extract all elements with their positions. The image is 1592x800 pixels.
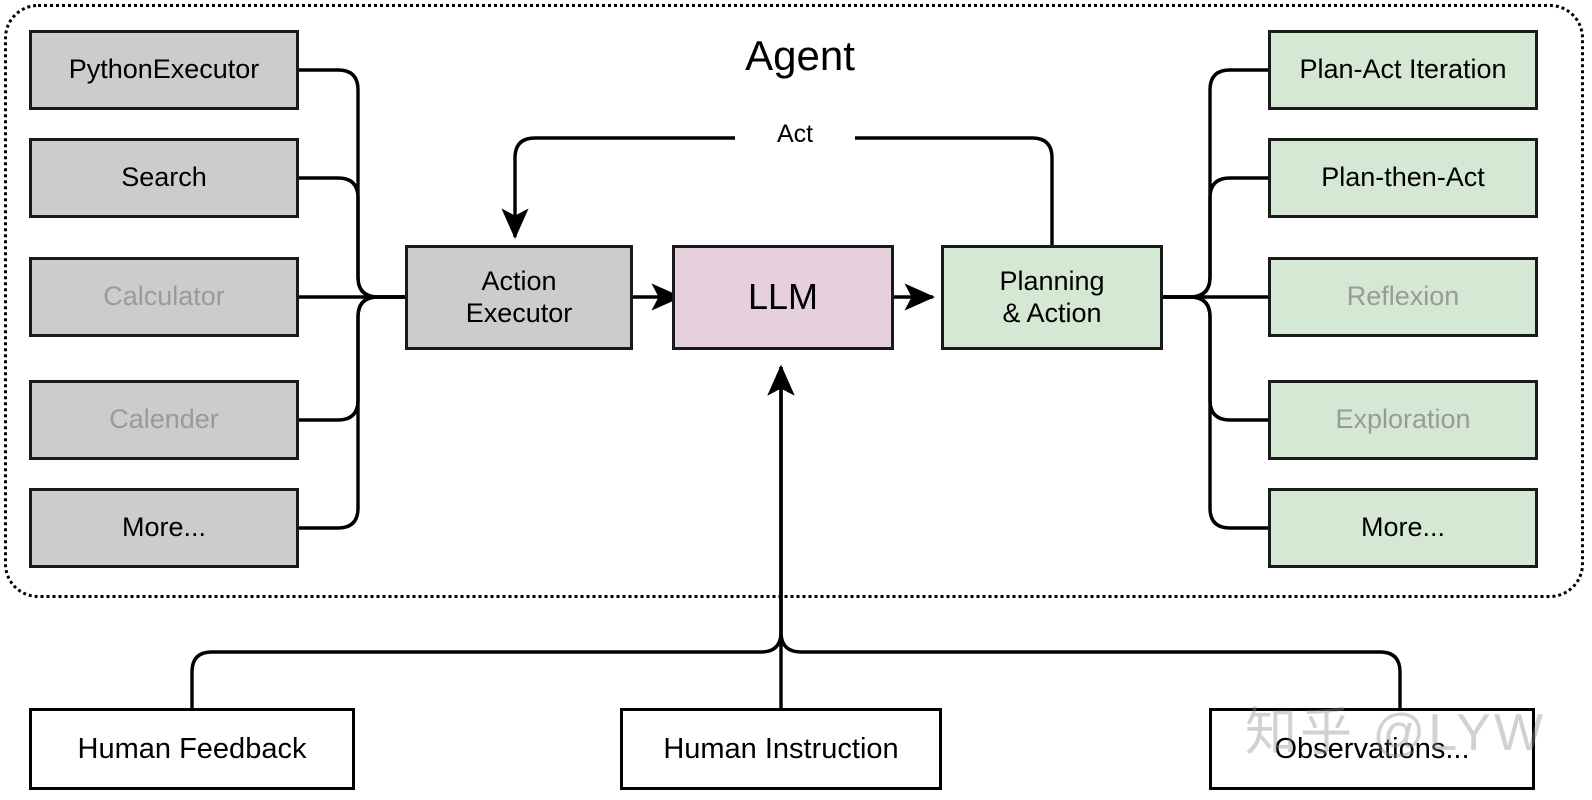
- io-label: Human Instruction: [663, 732, 899, 765]
- tool-box-pythonexecutor[interactable]: PythonExecutor: [29, 30, 299, 110]
- tool-label: Calculator: [103, 281, 225, 312]
- io-label: Human Feedback: [77, 732, 307, 765]
- tool-box-search[interactable]: Search: [29, 138, 299, 218]
- tool-label: Search: [121, 162, 207, 193]
- strategy-label: Plan-Act Iteration: [1299, 54, 1507, 85]
- planning-action-box[interactable]: Planning& Action: [941, 245, 1163, 350]
- tool-box-calender[interactable]: Calender: [29, 380, 299, 460]
- page-title: Agent: [745, 32, 855, 79]
- tool-box-calculator[interactable]: Calculator: [29, 257, 299, 337]
- watermark: 知乎 @LYW: [1245, 704, 1547, 762]
- strategy-box-more-strategies[interactable]: More...: [1268, 488, 1538, 568]
- action-executor-label-line1: Action: [481, 265, 557, 296]
- strategy-label: Plan-then-Act: [1321, 162, 1485, 193]
- io-box-human-instruction[interactable]: Human Instruction: [620, 708, 942, 790]
- tool-label: More...: [121, 512, 207, 543]
- action-executor-label-line2: Executor: [465, 297, 573, 328]
- planning-label-line1: Planning: [999, 265, 1105, 296]
- io-box-human-feedback[interactable]: Human Feedback: [29, 708, 355, 790]
- strategy-box-reflexion[interactable]: Reflexion: [1268, 257, 1538, 337]
- strategy-box-plan-then-act[interactable]: Plan-then-Act: [1268, 138, 1538, 218]
- io-box-observations[interactable]: Observations...: [1209, 708, 1535, 790]
- strategy-label: Reflexion: [1346, 281, 1460, 312]
- strategy-box-plan-act-iteration[interactable]: Plan-Act Iteration: [1268, 30, 1538, 110]
- planning-label-line2: & Action: [1002, 297, 1102, 328]
- strategy-box-exploration[interactable]: Exploration: [1268, 380, 1538, 460]
- llm-box[interactable]: LLM: [672, 245, 894, 350]
- edge-label-act: Act: [735, 120, 855, 149]
- io-label: Observations...: [1274, 732, 1470, 765]
- tool-box-more-tools[interactable]: More...: [29, 488, 299, 568]
- strategy-label: More...: [1360, 512, 1446, 543]
- tool-label: PythonExecutor: [68, 54, 260, 85]
- tool-label: Calender: [109, 404, 219, 435]
- strategy-label: Exploration: [1335, 404, 1471, 435]
- planning-action-label: Planning& Action: [999, 266, 1104, 330]
- llm-label: LLM: [747, 276, 819, 318]
